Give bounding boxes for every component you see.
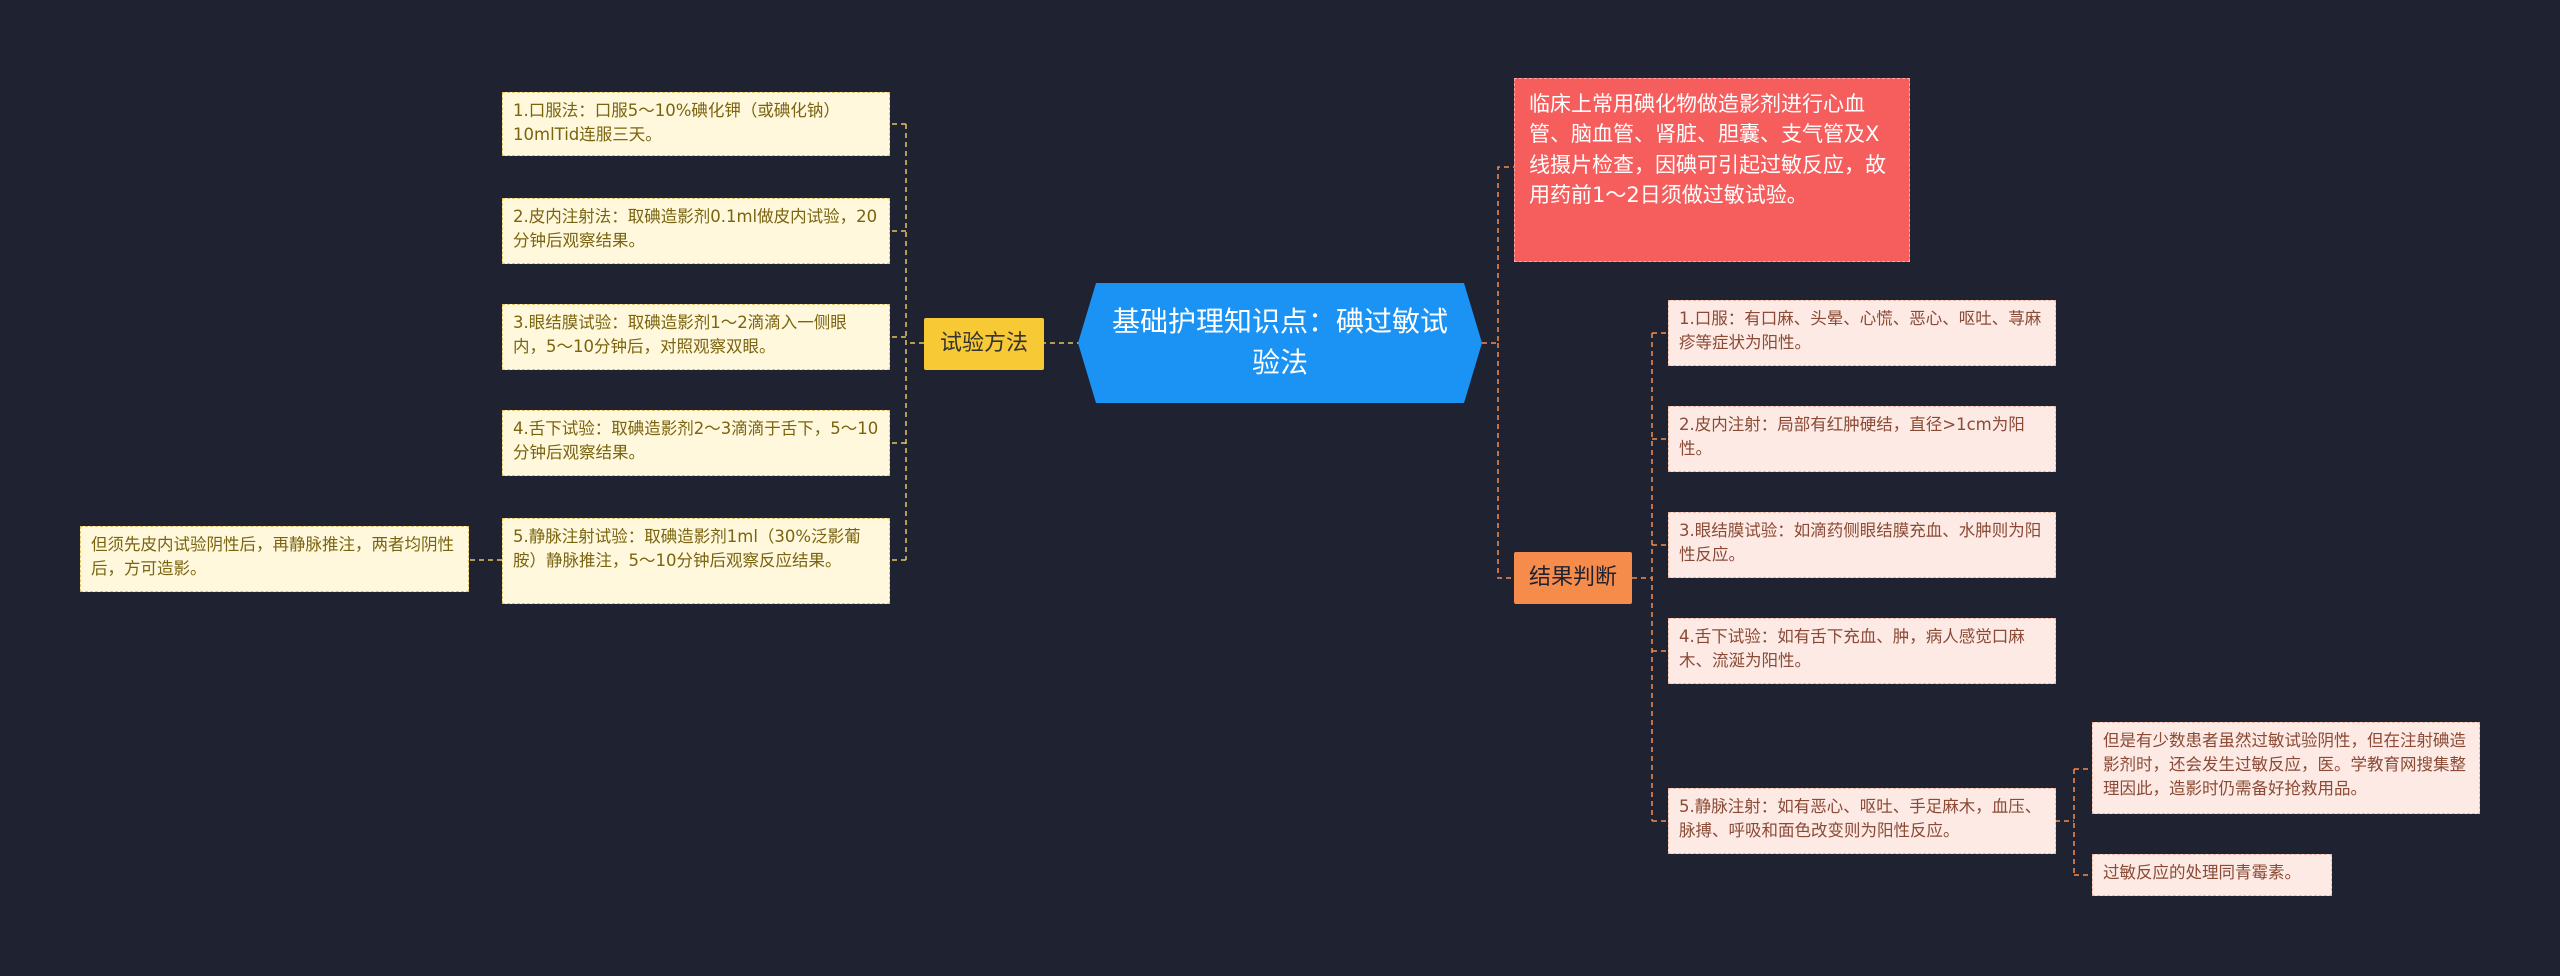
method-item-text: 1.口服法：口服5～10%碘化钾（或碘化钠）10mlTid连服三天。 <box>513 101 840 144</box>
result-item-text: 5.静脉注射：如有恶心、呕吐、手足麻木，血压、脉搏、呼吸和面色改变则为阳性反应。 <box>1679 797 2042 840</box>
result-iv-note-treatment[interactable]: 过敏反应的处理同青霉素。 <box>2092 854 2332 896</box>
method-iv-note-text: 但须先皮内试验阴性后，再静脉推注，两者均阴性后，方可造影。 <box>91 535 454 578</box>
method-iv-note[interactable]: 但须先皮内试验阴性后，再静脉推注，两者均阴性后，方可造影。 <box>80 526 469 592</box>
branch-result-judgement[interactable]: 结果判断 <box>1514 552 1632 604</box>
result-item-intradermal[interactable]: 2.皮内注射：局部有红肿硬结，直径>1cm为阳性。 <box>1668 406 2056 472</box>
branch-result-judgement-label: 结果判断 <box>1528 565 1617 591</box>
method-item-text: 2.皮内注射法：取碘造影剂0.1ml做皮内试验，20分钟后观察结果。 <box>513 207 878 250</box>
results-sub-trunk-line <box>2055 769 2075 875</box>
results-trunk-line <box>1632 333 1653 821</box>
result-item-conjunctival[interactable]: 3.眼结膜试验：如滴药侧眼结膜充血、水肿则为阳性反应。 <box>1668 512 2056 578</box>
method-item-intradermal[interactable]: 2.皮内注射法：取碘造影剂0.1ml做皮内试验，20分钟后观察结果。 <box>502 198 890 264</box>
root-to-intro-line <box>1482 166 1514 344</box>
central-topic[interactable]: 基础护理知识点：碘过敏试验法 <box>1078 283 1482 403</box>
method-item-sublingual[interactable]: 4.舌下试验：取碘造影剂2～3滴滴于舌下，5～10分钟后观察结果。 <box>502 410 890 476</box>
central-topic-title: 基础护理知识点：碘过敏试验法 <box>1112 305 1449 379</box>
method-item-text: 4.舌下试验：取碘造影剂2～3滴滴于舌下，5～10分钟后观察结果。 <box>513 419 879 462</box>
result-item-text: 2.皮内注射：局部有红肿硬结，直径>1cm为阳性。 <box>1679 415 2025 458</box>
result-item-sublingual[interactable]: 4.舌下试验：如有舌下充血、肿，病人感觉口麻木、流涎为阳性。 <box>1668 618 2056 684</box>
method-item-intravenous[interactable]: 5.静脉注射试验：取碘造影剂1ml（30%泛影葡胺）静脉推注，5～10分钟后观察… <box>502 518 890 604</box>
result-item-text: 4.舌下试验：如有舌下充血、肿，病人感觉口麻木、流涎为阳性。 <box>1679 627 2025 670</box>
result-item-text: 3.眼结膜试验：如滴药侧眼结膜充血、水肿则为阳性反应。 <box>1679 521 2042 564</box>
result-item-intravenous[interactable]: 5.静脉注射：如有恶心、呕吐、手足麻木，血压、脉搏、呼吸和面色改变则为阳性反应。 <box>1668 788 2056 854</box>
method-item-text: 5.静脉注射试验：取碘造影剂1ml（30%泛影葡胺）静脉推注，5～10分钟后观察… <box>513 527 861 570</box>
intro-note[interactable]: 临床上常用碘化物做造影剂进行心血管、脑血管、肾脏、胆囊、支气管及X线摄片检查，因… <box>1514 78 1910 262</box>
method-item-conjunctival[interactable]: 3.眼结膜试验：取碘造影剂1～2滴滴入一侧眼内，5～10分钟后，对照观察双眼。 <box>502 304 890 370</box>
result-item-text: 1.口服：有口麻、头晕、心慌、恶心、呕吐、荨麻疹等症状为阳性。 <box>1679 309 2042 352</box>
intro-note-text: 临床上常用碘化物做造影剂进行心血管、脑血管、肾脏、胆囊、支气管及X线摄片检查，因… <box>1529 92 1886 208</box>
method-item-text: 3.眼结膜试验：取碘造影剂1～2滴滴入一侧眼内，5～10分钟后，对照观察双眼。 <box>513 313 847 356</box>
method-item-oral[interactable]: 1.口服法：口服5～10%碘化钾（或碘化钠）10mlTid连服三天。 <box>502 92 890 156</box>
branch-test-methods-label: 试验方法 <box>939 331 1028 357</box>
result-iv-note-text: 但是有少数患者虽然过敏试验阴性，但在注射碘造影剂时，还会发生过敏反应，医。学教育… <box>2103 731 2466 798</box>
result-item-oral[interactable]: 1.口服：有口麻、头晕、心慌、恶心、呕吐、荨麻疹等症状为阳性。 <box>1668 300 2056 366</box>
branch-test-methods[interactable]: 试验方法 <box>924 318 1044 370</box>
root-to-results-line <box>1497 343 1514 579</box>
methods-trunk-line <box>905 124 924 560</box>
result-iv-note-false-negative[interactable]: 但是有少数患者虽然过敏试验阴性，但在注射碘造影剂时，还会发生过敏反应，医。学教育… <box>2092 722 2480 814</box>
result-iv-note-text: 过敏反应的处理同青霉素。 <box>2103 863 2301 882</box>
